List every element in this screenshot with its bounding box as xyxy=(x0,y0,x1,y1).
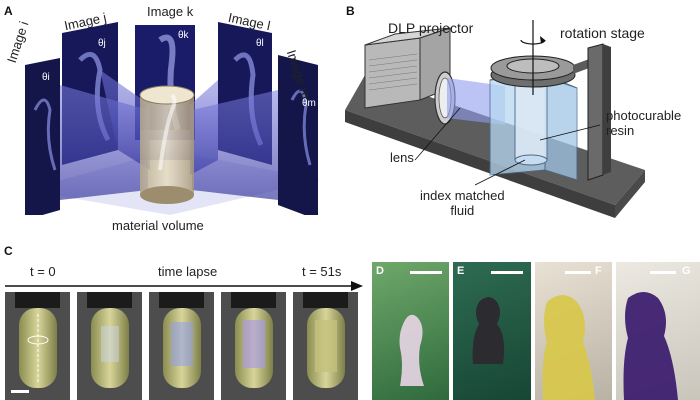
panel-b-letter: B xyxy=(346,4,355,18)
panel-b-illustration xyxy=(345,20,645,218)
photo-e-scalebar xyxy=(491,271,523,274)
dlp-projector xyxy=(364,27,451,109)
theta-l: θl xyxy=(256,38,264,49)
rotation-stage-label: rotation stage xyxy=(560,25,645,41)
photocurable-resin-label: photocurable resin xyxy=(606,108,682,138)
image-screen-i xyxy=(25,58,60,215)
lens-label: lens xyxy=(390,150,414,165)
photo-f-letter: F xyxy=(595,265,602,277)
time-lapse-frames xyxy=(5,292,358,400)
photo-g-letter: G xyxy=(682,265,691,277)
photo-e-letter: E xyxy=(457,265,465,277)
theta-j: θj xyxy=(98,38,106,49)
photo-d: D xyxy=(372,262,449,400)
photo-d-scalebar xyxy=(410,271,442,274)
photo-d-letter: D xyxy=(376,265,384,277)
theta-k: θk xyxy=(178,30,189,41)
frame-3 xyxy=(149,292,214,400)
frame-1 xyxy=(5,292,70,400)
time-lapse-arrow xyxy=(5,281,363,291)
panel-c-letter: C xyxy=(4,244,13,258)
photo-g: G xyxy=(616,262,700,400)
t-start-label: t = 0 xyxy=(30,264,56,279)
beam-m xyxy=(192,90,278,200)
theta-m: θm xyxy=(302,98,316,109)
index-matched-fluid-label: index matched fluid xyxy=(420,188,505,218)
photo-e: E xyxy=(453,262,531,400)
panel-a-illustration xyxy=(25,22,320,215)
photo-f-scalebar xyxy=(565,271,591,274)
dlp-projector-label: DLP projector xyxy=(388,20,474,36)
beam-j xyxy=(100,70,150,170)
frame-2 xyxy=(77,292,142,400)
photo-g-scalebar xyxy=(650,271,676,274)
stage-pillar xyxy=(573,43,611,181)
material-volume-label: material volume xyxy=(112,218,204,233)
time-lapse-label: time lapse xyxy=(158,264,218,279)
frame-5 xyxy=(293,292,358,400)
image-screen-m xyxy=(278,55,318,215)
panel-a-letter: A xyxy=(4,4,13,18)
theta-i: θi xyxy=(42,72,50,83)
rotation-stage xyxy=(490,20,576,95)
frame-4 xyxy=(221,292,286,400)
photo-f: F xyxy=(535,262,612,400)
material-volume-cylinder xyxy=(139,85,195,204)
t-end-label: t = 51s xyxy=(302,264,342,279)
image-k-label: Image k xyxy=(147,4,194,19)
